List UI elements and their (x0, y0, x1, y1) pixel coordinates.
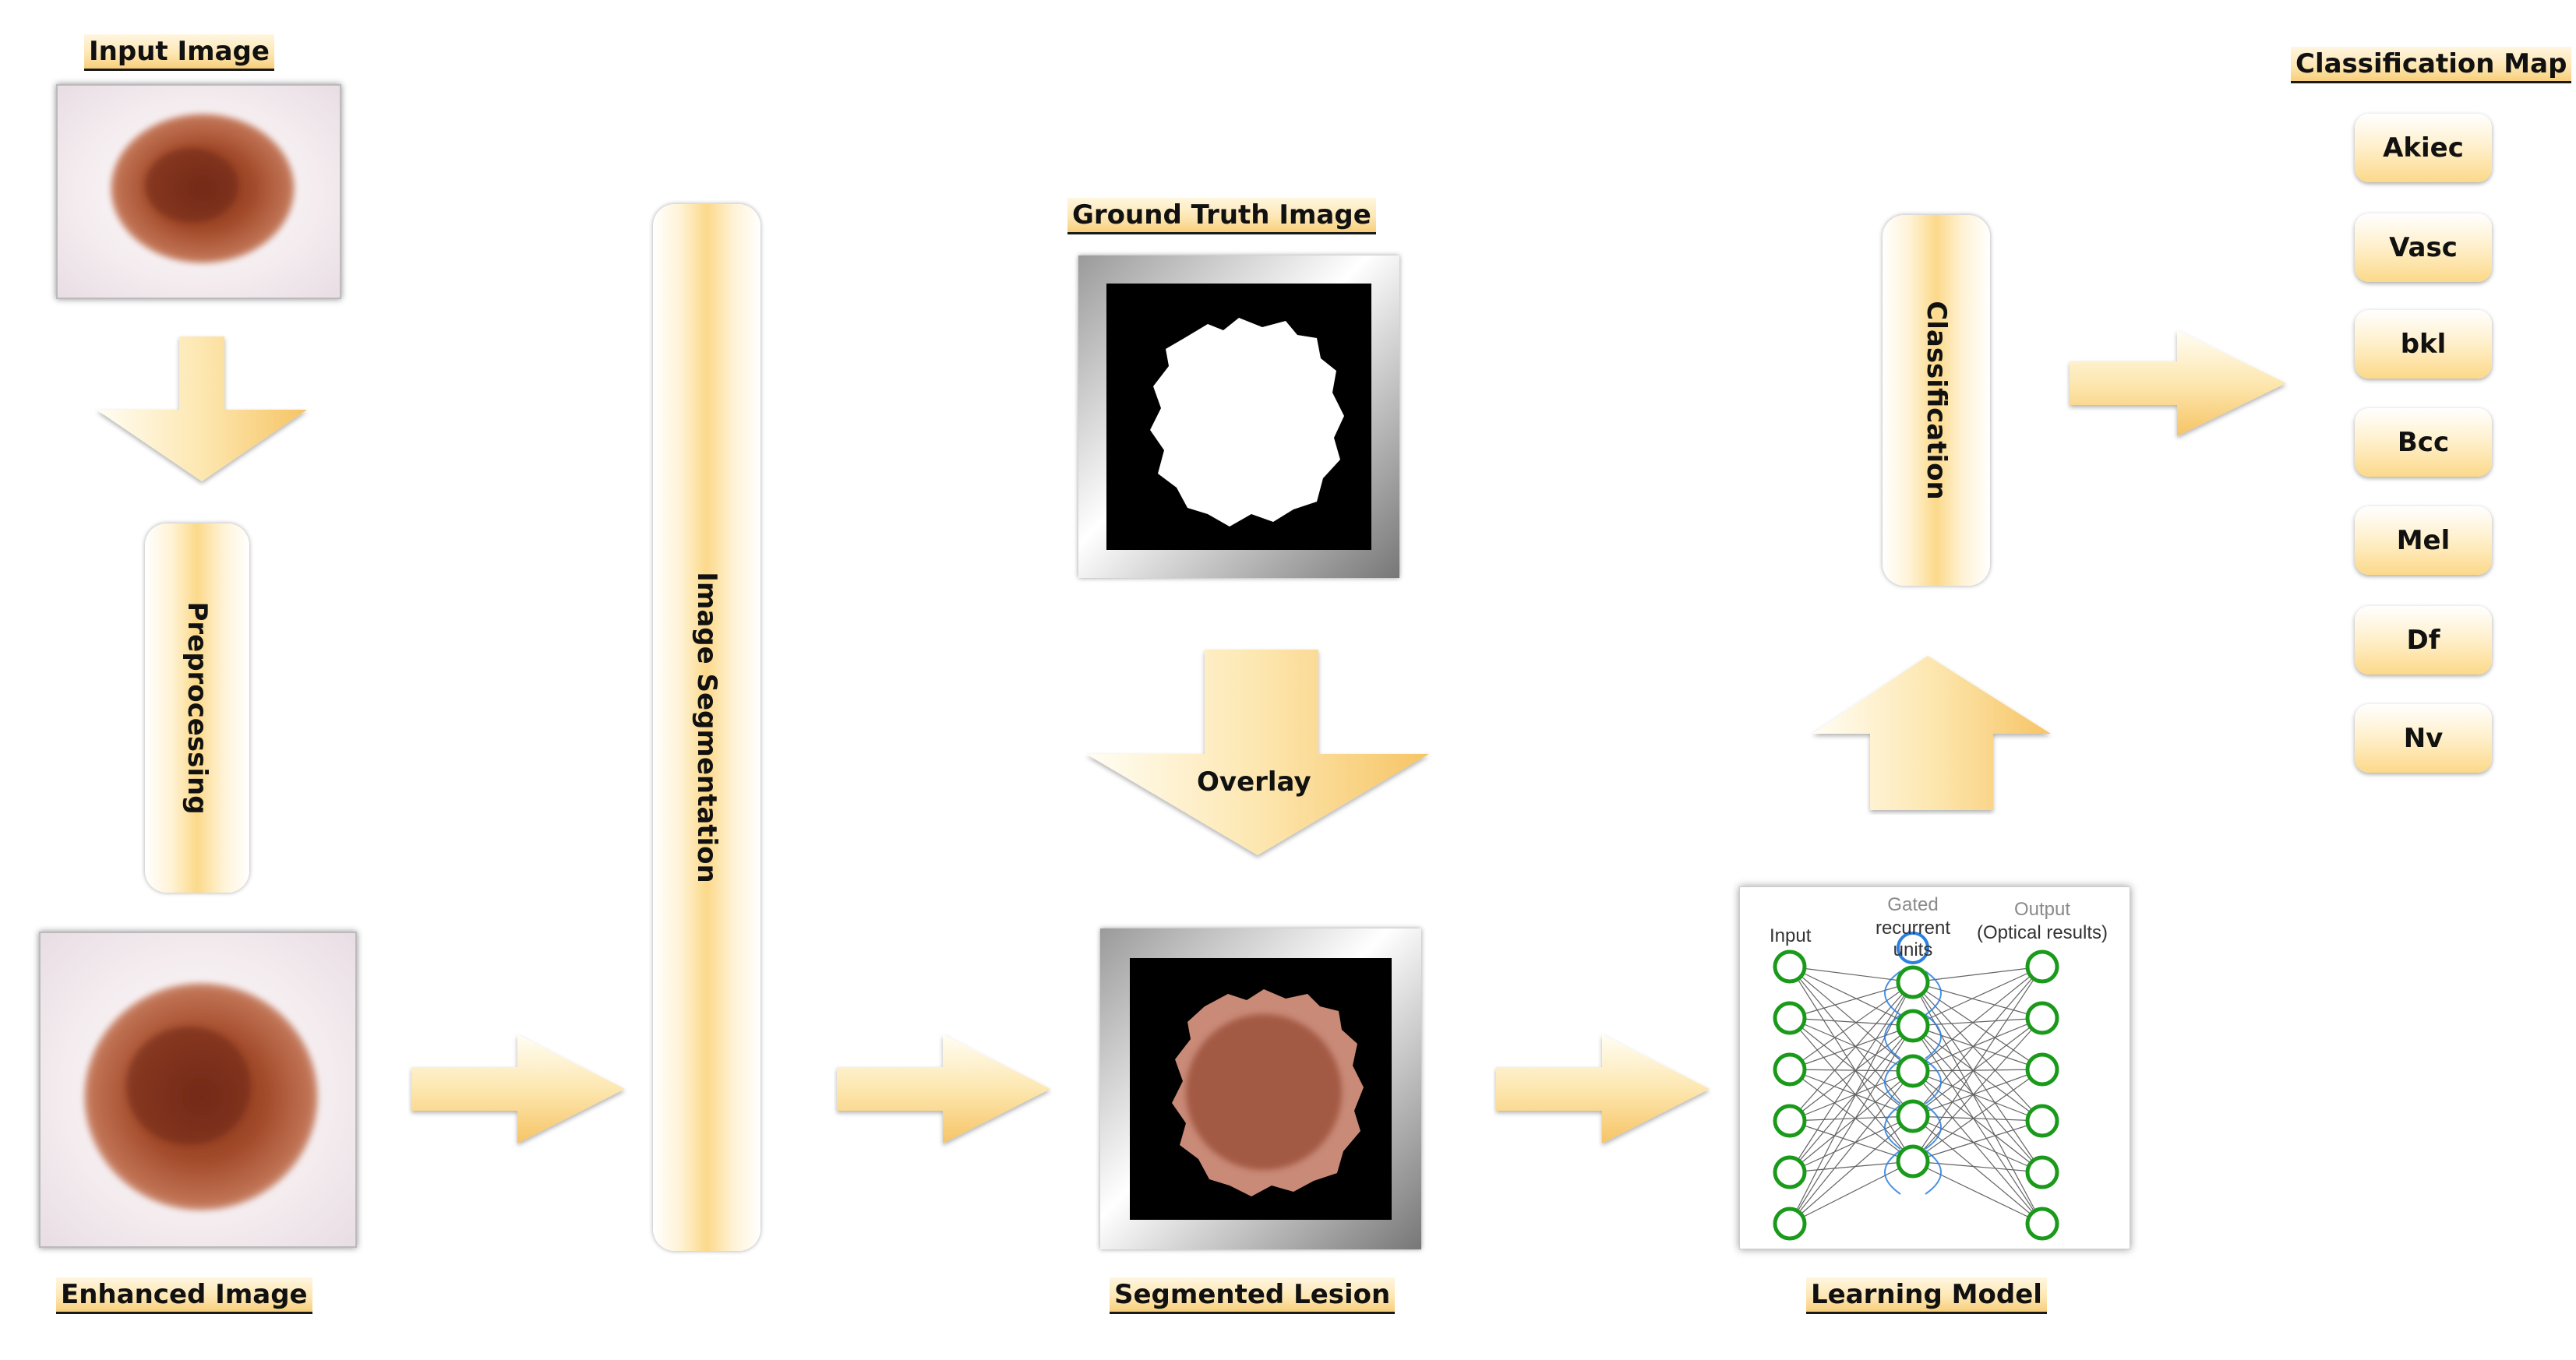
right-arrow-3 (1496, 1034, 1710, 1143)
input-image (56, 84, 341, 299)
learning-model-diagram: Input Gated recurrent units Output (Opti… (1739, 886, 2130, 1249)
learning-model-label: Learning Model (1806, 1277, 2047, 1314)
overlay-label: Overlay (1197, 766, 1311, 798)
nn-output-node (2025, 950, 2059, 984)
nn-recurrent-label: recurrent (1876, 918, 1950, 939)
ground-truth-image (1078, 255, 1399, 578)
image-segmentation-label: Image Segmentation (691, 572, 722, 883)
right-arrow-1 (411, 1034, 625, 1143)
nn-input-node (1773, 950, 1807, 984)
nn-input-node (1773, 1155, 1807, 1189)
segmented-lesion-label: Segmented Lesion (1110, 1277, 1396, 1314)
classification-label: Classification (1921, 301, 1952, 500)
nn-output-node (2025, 1155, 2059, 1189)
nn-gated-label: Gated (1887, 894, 1938, 915)
class-bcc: Bcc (2355, 408, 2492, 477)
down-arrow-1 (97, 336, 307, 481)
nn-hidden-node (1896, 1099, 1930, 1133)
preprocessing-label: Preprocessing (182, 601, 213, 815)
nn-output-node (2025, 1052, 2059, 1087)
class-nv: Nv (2355, 704, 2492, 773)
right-arrow-4 (2070, 330, 2286, 436)
enhanced-image-label: Enhanced Image (56, 1277, 312, 1314)
nn-output-node (2025, 1001, 2059, 1035)
class-vasc: Vasc (2355, 213, 2492, 282)
class-mel: Mel (2355, 506, 2492, 575)
image-segmentation-step: Image Segmentation (653, 204, 760, 1251)
nn-optical-results-label: (Optical results) (1977, 922, 2108, 943)
nn-input-node (1773, 1052, 1807, 1087)
nn-hidden-node (1896, 1144, 1930, 1179)
nn-input-node (1773, 1001, 1807, 1035)
nn-hidden-node (1896, 1054, 1930, 1088)
input-image-label: Input Image (84, 34, 274, 71)
nn-hidden-node (1896, 965, 1930, 999)
class-akiec: Akiec (2355, 114, 2492, 182)
nn-hidden-node-top (1897, 932, 1929, 964)
nn-output-node (2025, 1104, 2059, 1138)
nn-units-label: units (1893, 939, 1933, 960)
up-arrow (1812, 656, 2051, 810)
class-df: Df (2355, 606, 2492, 675)
ground-truth-image-label: Ground Truth Image (1067, 198, 1376, 234)
preprocessing-step: Preprocessing (145, 523, 249, 893)
nn-input-node (1773, 1207, 1807, 1241)
class-bkl: bkl (2355, 310, 2492, 379)
nn-output-label: Output (2014, 899, 2070, 920)
nn-hidden-node (1896, 1009, 1930, 1043)
nn-output-node (2025, 1207, 2059, 1241)
nn-input-node (1773, 1104, 1807, 1138)
enhanced-image (39, 932, 357, 1248)
overlay-arrow (1086, 650, 1429, 855)
segmented-lesion-image (1100, 928, 1421, 1249)
classification-step: Classification (1883, 215, 1990, 586)
nn-input-label: Input (1770, 925, 1812, 946)
right-arrow-2 (837, 1034, 1050, 1143)
classification-map-label: Classification Map (2291, 47, 2572, 83)
